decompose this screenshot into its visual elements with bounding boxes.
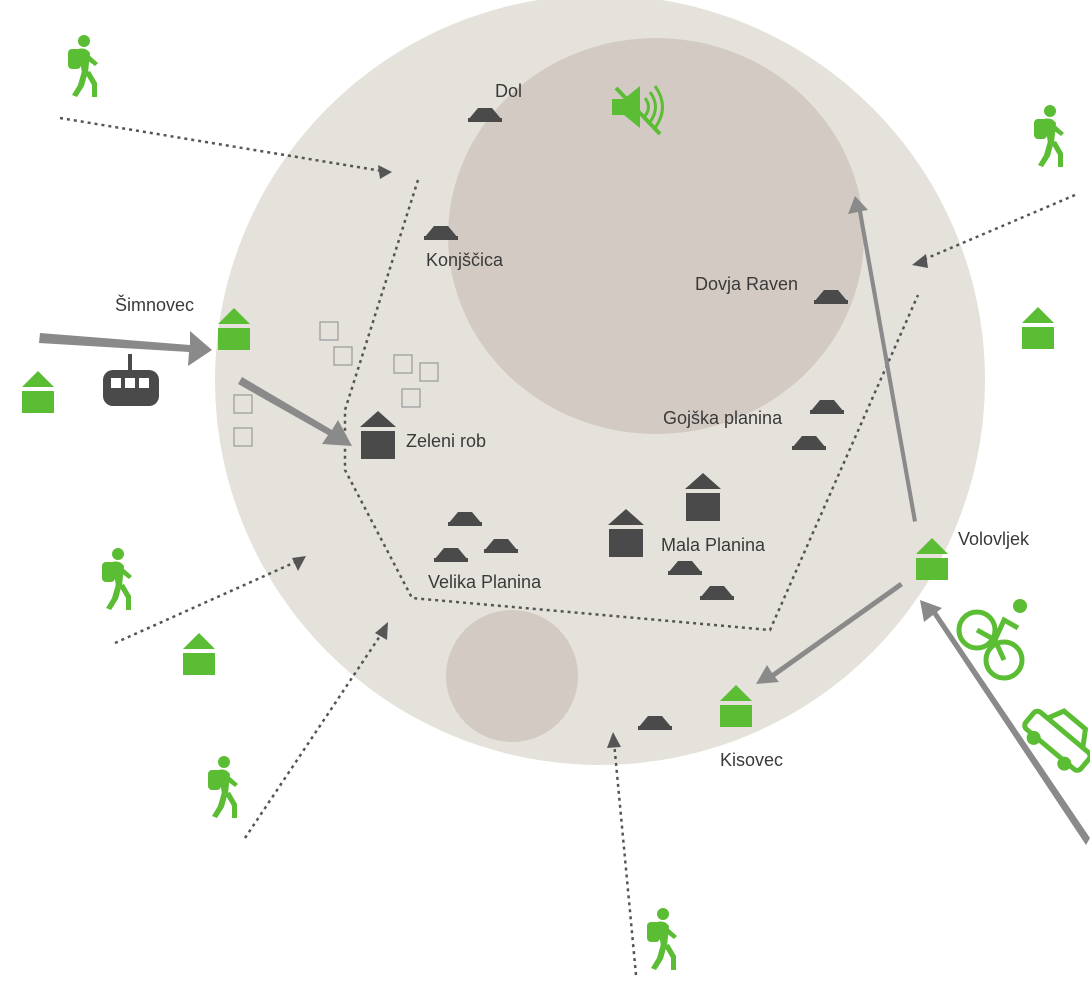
label-zeleni-rob: Zeleni rob — [406, 431, 486, 451]
hiker-icon — [68, 35, 98, 97]
green-house-icon — [22, 371, 54, 413]
empty-square-icon — [419, 362, 439, 382]
cyclist-icon — [956, 599, 1027, 681]
small-inner-zone — [446, 610, 578, 742]
hiker-icon — [102, 548, 132, 610]
plateau-boundary-path — [343, 179, 920, 632]
empty-square-icon — [319, 321, 339, 341]
hiker-icon — [1034, 105, 1064, 167]
empty-square-icon — [401, 388, 421, 408]
hiker-icon — [208, 756, 238, 818]
car-icon — [1022, 708, 1090, 773]
label-volovljek: Volovljek — [958, 529, 1030, 549]
inner-quiet-zone — [448, 38, 864, 434]
label-dovja-raven: Dovja Raven — [695, 274, 798, 294]
access-arrows — [39, 196, 1090, 845]
label-mala-planina: Mala Planina — [661, 535, 766, 555]
label-dol: Dol — [495, 81, 522, 101]
empty-square-icon — [233, 427, 253, 447]
empty-square-icon — [333, 346, 353, 366]
green-house-icon — [1022, 307, 1054, 349]
hiker-icon — [647, 908, 677, 970]
label-konjscica: Konjščica — [426, 250, 504, 270]
empty-square-icon — [233, 394, 253, 414]
label-velika-planina: Velika Planina — [428, 572, 542, 592]
empty-squares — [233, 321, 439, 447]
hiking-trails — [59, 116, 1076, 976]
cable-car-icon — [103, 354, 159, 406]
green-house-icon — [183, 633, 215, 675]
label-simnovec: Šimnovec — [115, 294, 194, 315]
label-kisovec: Kisovec — [720, 750, 783, 770]
no-sound-icon — [612, 85, 664, 136]
label-gojska-planina: Gojška planina — [663, 408, 783, 428]
empty-square-icon — [393, 354, 413, 374]
